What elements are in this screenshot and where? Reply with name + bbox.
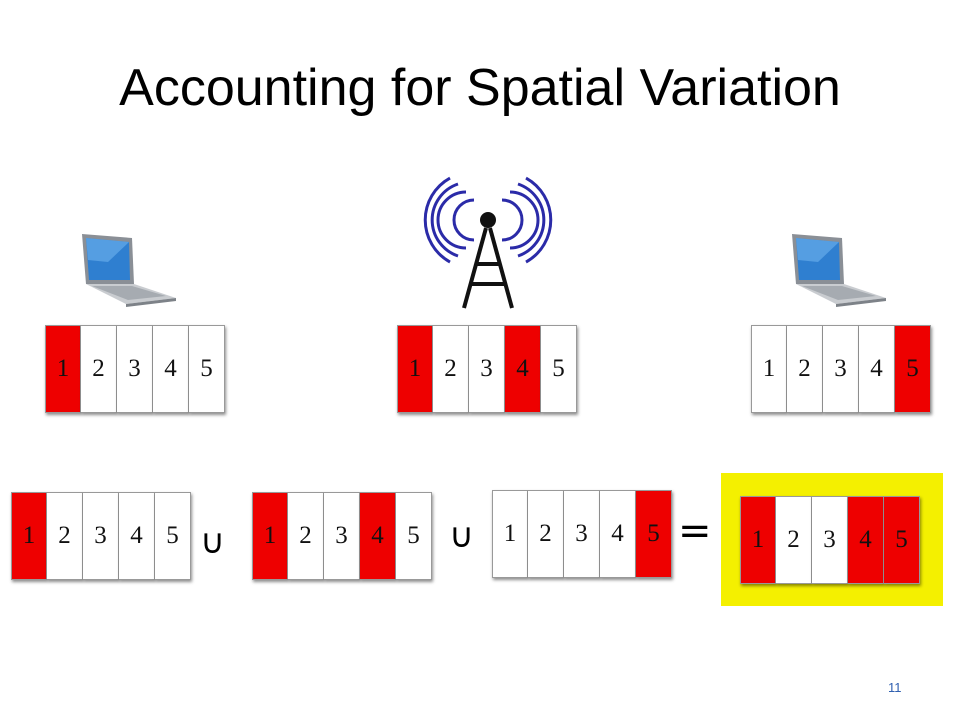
channel-cell-4: 4 [600, 490, 636, 578]
channel-cell-3: 3 [469, 325, 505, 413]
channel-cell-5: 5 [396, 492, 432, 580]
laptop-icon [82, 234, 176, 307]
channel-cell-3: 3 [117, 325, 153, 413]
channel-cell-1: 1 [397, 325, 433, 413]
channel-cell-1: 1 [492, 490, 528, 578]
channel-cell-5: 5 [155, 492, 191, 580]
page-number: 11 [888, 680, 902, 695]
channel-cell-1: 1 [740, 496, 776, 584]
channel-cell-4: 4 [153, 325, 189, 413]
channel-cell-3: 3 [823, 325, 859, 413]
channel-cell-2: 2 [776, 496, 812, 584]
equals-symbol: = [678, 508, 712, 554]
channel-cell-2: 2 [47, 492, 83, 580]
laptop-icon [792, 234, 886, 307]
channel-cell-4: 4 [859, 325, 895, 413]
channel-cell-5: 5 [541, 325, 577, 413]
channel-cell-4: 4 [119, 492, 155, 580]
channel-cell-1: 1 [751, 325, 787, 413]
channel-cell-1: 1 [45, 325, 81, 413]
radio-tower-icon [423, 176, 553, 309]
channel-cell-4: 4 [848, 496, 884, 584]
channel-cell-1: 1 [11, 492, 47, 580]
channel-cell-3: 3 [564, 490, 600, 578]
channel-cell-3: 3 [812, 496, 848, 584]
slide-title: Accounting for Spatial Variation [119, 59, 841, 117]
channel-cell-1: 1 [252, 492, 288, 580]
union-symbol: ∪ [449, 516, 474, 556]
channel-cell-4: 4 [505, 325, 541, 413]
channel-cell-3: 3 [324, 492, 360, 580]
channel-cell-5: 5 [636, 490, 672, 578]
channel-cell-2: 2 [787, 325, 823, 413]
union-symbol: ∪ [200, 522, 225, 562]
channel-cell-5: 5 [189, 325, 225, 413]
channel-cell-2: 2 [528, 490, 564, 578]
channel-cell-2: 2 [288, 492, 324, 580]
channel-cell-5: 5 [895, 325, 931, 413]
channel-cell-2: 2 [81, 325, 117, 413]
channel-cell-3: 3 [83, 492, 119, 580]
channel-cell-4: 4 [360, 492, 396, 580]
channel-cell-2: 2 [433, 325, 469, 413]
channel-cell-5: 5 [884, 496, 920, 584]
